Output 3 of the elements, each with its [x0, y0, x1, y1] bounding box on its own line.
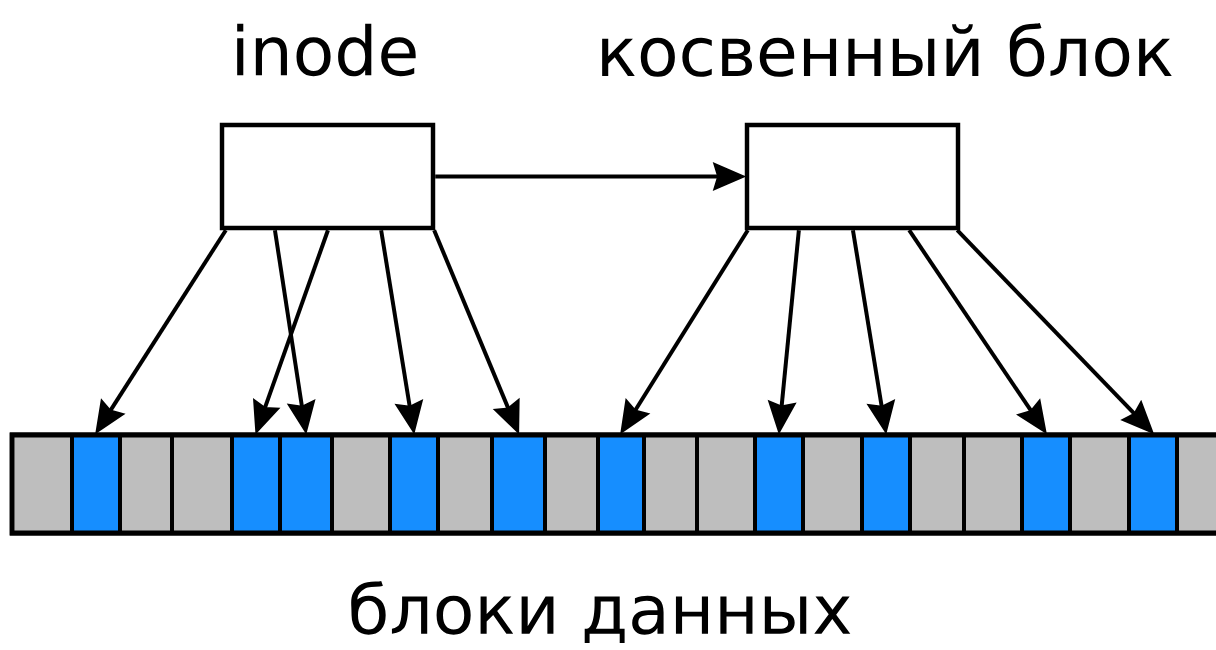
strip-caption: блоки данных [351, 580, 851, 644]
box-heading: косвенный блок [602, 23, 1172, 77]
box-heading: inode [237, 23, 416, 77]
